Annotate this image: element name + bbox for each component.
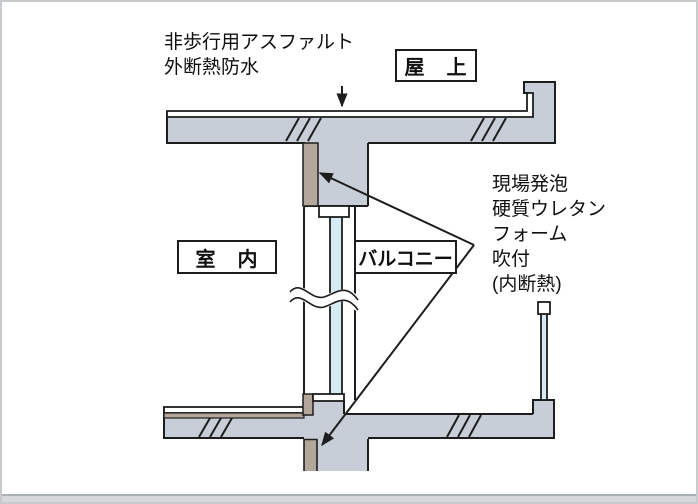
railing-post [540, 312, 548, 401]
sill-insulation [302, 393, 314, 416]
window-break-mark [284, 286, 364, 311]
interior-label: 室 内 [177, 240, 277, 274]
page-bottom-strip [2, 494, 696, 502]
lower-wall-insulation [304, 439, 317, 471]
roof-label: 屋 上 [395, 49, 477, 82]
roof-waterproofing-layer [166, 92, 534, 118]
railing-cap [537, 301, 551, 315]
floor-slab-outline [163, 399, 555, 471]
window-glass [329, 214, 343, 398]
lower-wall-insulation-outline [303, 438, 318, 471]
floor-insulation-layer [163, 412, 305, 419]
window-sill-frame [312, 393, 345, 402]
interior-label-text: 室 内 [195, 248, 259, 271]
upper-wall-insulation [302, 142, 319, 207]
insulation-arrow-lower [321, 244, 475, 447]
balcony-label: バルコニー [354, 240, 457, 274]
floor-finish-layer [163, 406, 305, 414]
floor-slab-break-hatch [198, 414, 482, 438]
roof-label-text: 屋 上 [404, 57, 468, 79]
balcony-upstand [533, 400, 554, 415]
roof-insulation-annotation: 非歩行用アスファルト 外断熱防水 [164, 32, 355, 78]
balcony-label-text: バルコニー [358, 248, 453, 270]
insulation-arrow-upper [318, 172, 475, 246]
window-head-frame [318, 205, 350, 218]
roof-slab-break-hatch [285, 117, 507, 142]
window-sill-curb [313, 400, 344, 410]
interior-insulation-annotation: 現場発泡 硬質ウレタン フォーム 吹付 (内断熱) [492, 174, 607, 295]
